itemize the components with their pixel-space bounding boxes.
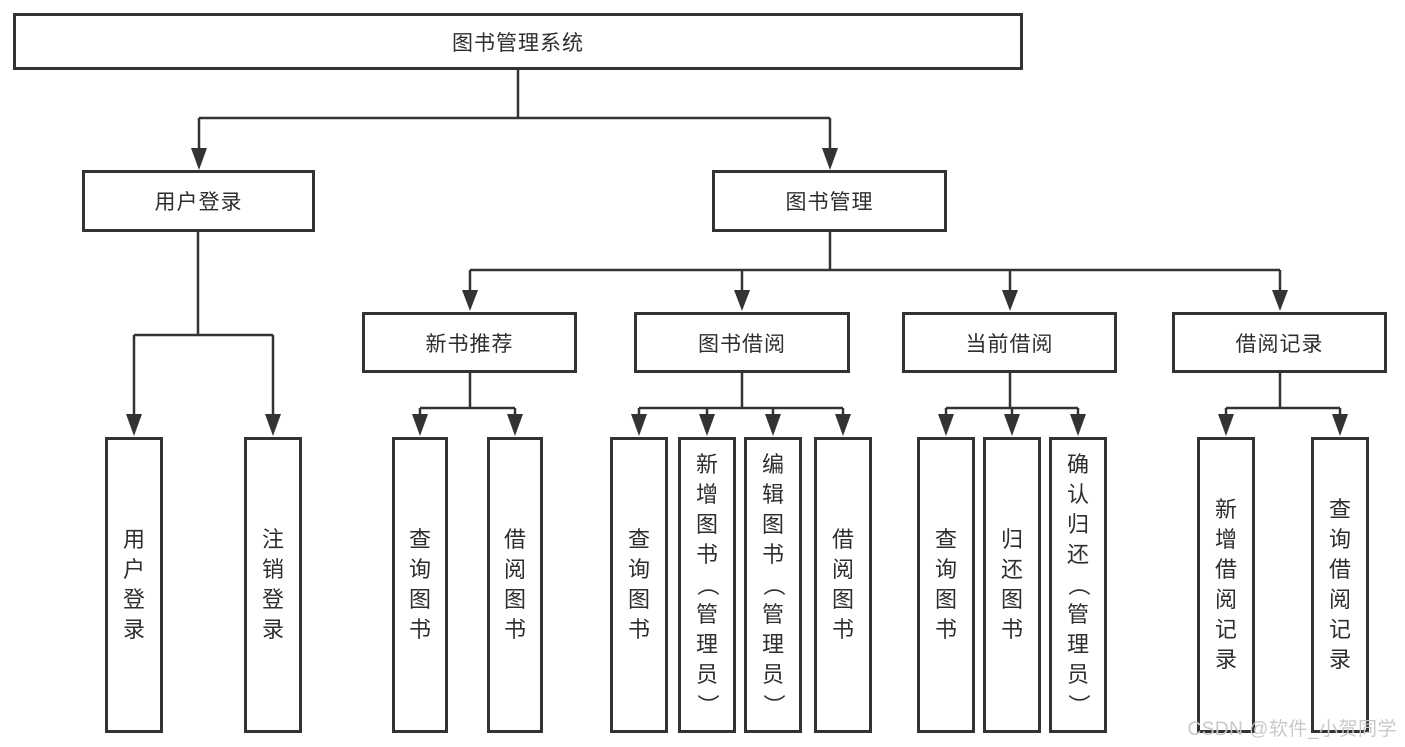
node-book-borrow: 图书借阅 [634, 312, 850, 373]
leaf-confirm-return-admin: 确认归还（管理员） [1049, 437, 1107, 733]
node-book-management: 图书管理 [712, 170, 947, 232]
connector-root [191, 68, 838, 170]
connector-borrow [631, 372, 851, 436]
node-borrow-records: 借阅记录 [1172, 312, 1387, 373]
node-root: 图书管理系统 [13, 13, 1023, 70]
leaf-query-books-recommend: 查询图书 [392, 437, 448, 733]
leaf-user-login: 用户登录 [105, 437, 163, 733]
node-new-book-recommend: 新书推荐 [362, 312, 577, 373]
leaf-return-book: 归还图书 [983, 437, 1041, 733]
connector-book-management [462, 231, 1288, 311]
leaf-query-books-current: 查询图书 [917, 437, 975, 733]
connector-user-login [126, 231, 281, 436]
connector-current [938, 372, 1086, 436]
leaf-query-books-borrow: 查询图书 [610, 437, 668, 733]
connector-records [1218, 372, 1348, 436]
node-current-borrow: 当前借阅 [902, 312, 1117, 373]
node-user-login: 用户登录 [82, 170, 315, 232]
leaf-add-borrow-record: 新增借阅记录 [1197, 437, 1255, 733]
connector-recommend [412, 372, 523, 436]
leaf-query-borrow-record: 查询借阅记录 [1311, 437, 1369, 733]
leaf-borrow-books-recommend: 借阅图书 [487, 437, 543, 733]
leaf-edit-book-admin: 编辑图书（管理员） [744, 437, 802, 733]
leaf-add-book-admin: 新增图书（管理员） [678, 437, 736, 733]
leaf-borrow-books-borrow: 借阅图书 [814, 437, 872, 733]
csdn-watermark: CSDN @软件_小贺同学 [1187, 719, 1397, 740]
leaf-logout: 注销登录 [244, 437, 302, 733]
